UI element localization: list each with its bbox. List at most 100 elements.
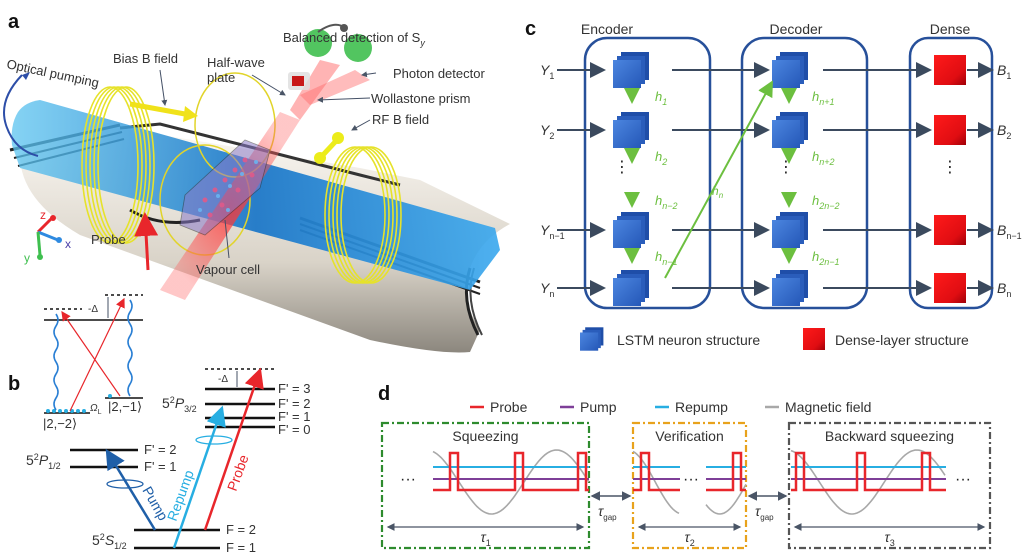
legend-label: Probe bbox=[490, 399, 528, 415]
encoder-lstm-cell bbox=[613, 270, 649, 306]
encoder-title: Encoder bbox=[581, 21, 633, 37]
output-main: B bbox=[997, 62, 1006, 78]
hyperfine-labels: F' = 3 F' = 2 F' = 1 F' = 0 F' = 2 F' = … bbox=[144, 381, 310, 553]
context-main: h bbox=[712, 184, 719, 198]
tau-sub: 2 bbox=[690, 538, 695, 548]
stage-box bbox=[380, 421, 591, 550]
legend-dense-label: Dense-layer structure bbox=[835, 332, 969, 348]
output-sub: 1 bbox=[1006, 71, 1011, 81]
input-label: Yn bbox=[540, 280, 554, 299]
state-2-minus2: |2,−2⟩ bbox=[43, 416, 77, 431]
output-main: B bbox=[997, 122, 1006, 138]
input-sub: 1 bbox=[549, 71, 554, 81]
gap-label: τgap bbox=[598, 503, 617, 522]
pump-transition-arrow bbox=[105, 448, 157, 531]
hidden-sub: 2n−2 bbox=[818, 201, 839, 211]
timing-legend: Probe Pump Repump Magnetic field bbox=[470, 399, 871, 415]
input-main: Y bbox=[540, 62, 551, 78]
probe-pulse-train bbox=[706, 451, 746, 492]
stage-duration-label: τ3 bbox=[885, 529, 895, 548]
label-balanced-detection-text: Balanced detection of S bbox=[283, 30, 421, 45]
context-vector-arrow bbox=[664, 80, 773, 279]
magnetic-field-wave bbox=[790, 449, 946, 515]
p32-main: 5 bbox=[162, 395, 170, 411]
dense-cell bbox=[934, 273, 966, 303]
p12-sup: 2 bbox=[34, 452, 39, 462]
legend-label: Repump bbox=[675, 399, 728, 415]
gap-sub: gap bbox=[760, 513, 774, 522]
encoder-lstm-cell bbox=[613, 112, 649, 148]
panel-label-b: b bbox=[8, 373, 20, 395]
encoder-hidden-label: hn−2 bbox=[655, 193, 678, 211]
axis-label-z: z bbox=[40, 208, 46, 222]
p12-sub: 1/2 bbox=[48, 461, 61, 471]
decoder-hidden-label: h2n−1 bbox=[812, 249, 840, 267]
hidden-main: h bbox=[812, 249, 819, 264]
hidden-main: h bbox=[655, 249, 662, 264]
stage-title: Squeezing bbox=[452, 428, 518, 444]
label-wollastone-prism: Wollastone prism bbox=[371, 91, 470, 106]
pump-beam bbox=[11, 100, 500, 290]
legend-dense-icon bbox=[803, 328, 825, 350]
s12-main: 5 bbox=[92, 532, 100, 548]
s12-f1: F = 1 bbox=[226, 540, 256, 553]
p12-f2: F' = 2 bbox=[144, 442, 176, 457]
legend-label: Pump bbox=[580, 399, 617, 415]
s12-sup: 2 bbox=[100, 532, 105, 542]
input-label: Y1 bbox=[540, 62, 554, 81]
level-label-p12: 52P1/2 bbox=[26, 452, 61, 471]
hidden-main: h bbox=[655, 89, 662, 104]
legend-label: Magnetic field bbox=[785, 399, 871, 415]
gap-label: τgap bbox=[755, 503, 774, 522]
decoder-ellipsis: ⋮ bbox=[778, 159, 794, 176]
dense-title: Dense bbox=[930, 21, 971, 37]
timing-ellipsis: ··· bbox=[683, 471, 699, 488]
decoder-hidden-label: hn+1 bbox=[812, 89, 835, 107]
encoder-lstm-cell bbox=[613, 52, 649, 88]
encoder-hidden-label: h2 bbox=[655, 149, 667, 167]
probe-pulse-train bbox=[433, 451, 589, 492]
half-wave-plate bbox=[288, 72, 310, 90]
output-label: Bn−1 bbox=[997, 222, 1022, 241]
label-bias-field-text: Bias B field bbox=[113, 51, 178, 66]
hidden-sub: n−1 bbox=[662, 257, 677, 267]
repump-transition-arrow bbox=[172, 405, 226, 549]
encoder-ellipsis: ⋮ bbox=[614, 159, 630, 176]
repump-polarization-icon bbox=[195, 435, 233, 445]
encoder-block bbox=[583, 36, 712, 310]
rf-field-arrow bbox=[314, 132, 344, 164]
gap-main: τ bbox=[755, 503, 761, 519]
label-photon-detector: Photon detector bbox=[393, 66, 485, 81]
axis-label-x: x bbox=[65, 237, 71, 251]
hidden-main: h bbox=[812, 89, 819, 104]
label-vapour-cell: Vapour cell bbox=[196, 262, 260, 277]
hidden-main: h bbox=[812, 193, 819, 208]
output-label: B2 bbox=[997, 122, 1011, 141]
tau-main: τ bbox=[885, 529, 891, 545]
dense-cell bbox=[934, 55, 966, 85]
encoder-hidden-label: hn−1 bbox=[655, 249, 678, 267]
label-optical-pumping: Optical pumping bbox=[5, 56, 100, 90]
panel-label-a: a bbox=[8, 11, 20, 33]
panel-a: a Optical pumping bbox=[3, 11, 510, 353]
label-probe: Probe bbox=[91, 232, 126, 247]
vapour-cell bbox=[179, 139, 271, 236]
hidden-main: h bbox=[655, 193, 662, 208]
context-sub: n bbox=[719, 191, 724, 200]
p32-f2: F' = 2 bbox=[278, 396, 310, 411]
label-probe-transition: Probe bbox=[224, 452, 252, 493]
input-label: Yn−1 bbox=[540, 222, 565, 241]
magnetic-field-wave bbox=[705, 483, 747, 515]
hidden-sub: 2n−1 bbox=[818, 257, 839, 267]
network-legend: LSTM neuron structure Dense-layer struct… bbox=[580, 327, 969, 351]
inset-level-diagram: -Δ ΩL |2,−2⟩ |2,−1⟩ bbox=[43, 294, 143, 431]
p32-f1: F' = 1 bbox=[278, 409, 310, 424]
output-sub: 2 bbox=[1006, 131, 1011, 141]
pump-polarization-icon bbox=[106, 479, 144, 489]
p32-f3: F' = 3 bbox=[278, 381, 310, 396]
s12-sub: 1/2 bbox=[114, 541, 127, 551]
decoder-block bbox=[740, 36, 869, 310]
